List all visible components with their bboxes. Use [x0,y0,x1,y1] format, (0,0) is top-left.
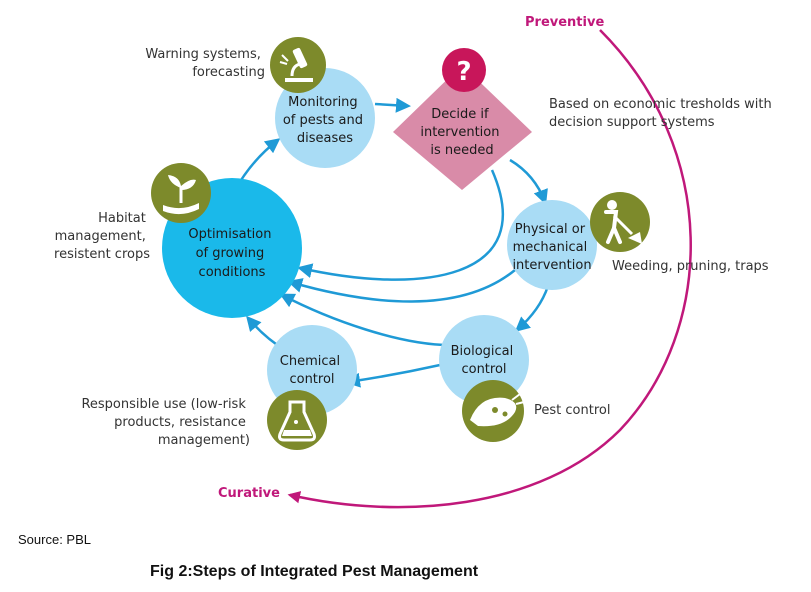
feedback-arrow-decide [297,169,505,281]
question-icon [442,48,486,92]
monitoring-note: Warning systems, forecasting [145,47,265,80]
decide-stage [393,65,532,190]
physical-note: Weeding, pruning, traps [612,259,769,274]
arrow-monitoring-to-decide [374,97,411,113]
decide-note: Based on economic tresholds with decisio… [549,97,776,130]
biological-label: Biological control [451,344,518,377]
microscope-icon [270,37,326,93]
curative-label: Curative [218,486,280,501]
source-note: Source: PBL [18,532,91,547]
seedling-hand-icon [151,163,211,223]
figure-caption: Fig 2:Steps of Integrated Pest Managemen… [150,563,479,580]
chemical-note: Responsible use (low-risk products, resi… [81,397,250,448]
arrow-biological-to-chemical [345,363,441,388]
question-symbol: ? [456,57,471,87]
physical-label: Physical or mechanical intervention [512,222,591,273]
worker-shovel-icon [590,192,650,252]
biological-stage [439,315,529,405]
optimisation-note: Habitat management, resistent crops [54,211,150,262]
arrow-decide-to-physical [509,158,548,205]
flask-icon [267,390,327,450]
ladybug-icon [462,380,525,442]
optimisation-label: Optimisation of growing conditions [188,227,275,280]
chemical-label: Chemical control [280,354,344,387]
decide-label: Decide if intervention is needed [420,107,503,158]
monitoring-label: Monitoring of pests and diseases [283,95,367,146]
biological-note: Pest control [534,403,610,418]
preventive-label: Preventive [525,15,604,30]
arrow-physical-to-biological [514,285,550,332]
preventive-curative-curve [287,29,692,509]
feedback-arrow-biological [279,293,451,347]
monitoring-stage [275,68,375,168]
physical-stage [507,200,597,290]
feedback-arrow-physical [287,269,516,303]
